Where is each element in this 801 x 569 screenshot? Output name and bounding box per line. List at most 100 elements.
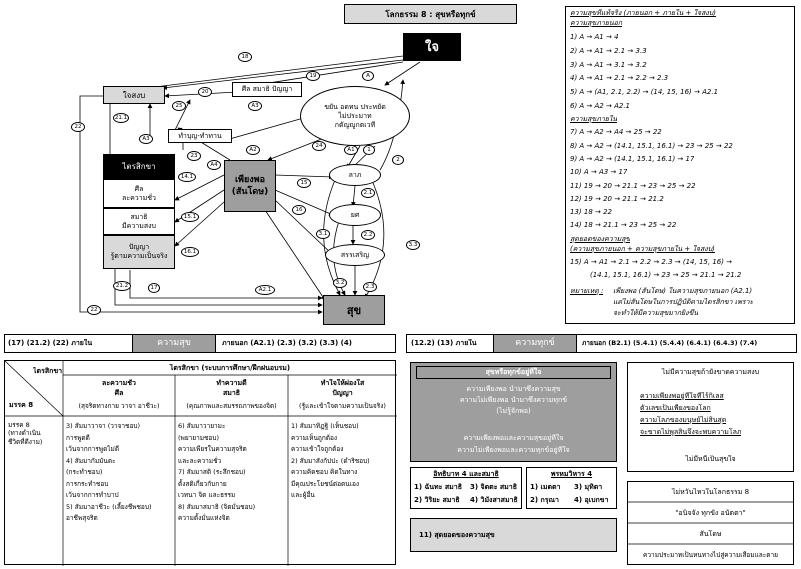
- node-sila-sub: ละความชั่ว: [122, 193, 156, 202]
- mind-line-3: (ไม่รู้จักพอ): [496, 407, 531, 415]
- table-col3-sub: (รู้และเข้าใจตามความเป็นจริง): [299, 402, 386, 410]
- brahmavihara-box: [526, 467, 617, 509]
- node-panya-title: ปัญญา: [128, 243, 150, 251]
- table-c2-line: 3) สัมมาวาจา (วาจาชอบ): [66, 422, 141, 430]
- rp-int-14: 14) 18 → 21.1 → 23 → 25 → 22: [570, 221, 677, 229]
- rp-ext-2: 2) A → A1 → 2.1 → 3.3: [570, 47, 647, 55]
- rp-int-9: 9) A → A2 → (14.1, 15.1, 16.1) → 17: [570, 155, 695, 163]
- iddhipada-4: 4) วิมังสาสมาธิ: [470, 496, 518, 504]
- badge-20: 20: [198, 87, 212, 97]
- rp-heading-4: สุดยอดของความสุข: [570, 235, 631, 243]
- badge-2: 2: [392, 155, 404, 165]
- node-tambun: ทำบุญ-ทำทาน: [168, 129, 232, 143]
- table-c2-line: 4) สัมมากัมมันตะ: [66, 456, 116, 465]
- virtue-line-3: กตัญญูกตเวที: [334, 120, 376, 129]
- rp-ult-2: (14.1, 15.1, 16.1) → 23 → 25 → 21.1 → 21…: [590, 271, 742, 279]
- badge-17: 17: [148, 283, 160, 293]
- node-sila-samadhi-panya: ศีล สมาธิ ปัญญา: [232, 82, 302, 97]
- iddhipada-heading: อิทธิบาท 4 และสมาธิ: [433, 470, 499, 478]
- node-suk: สุข: [323, 295, 385, 325]
- table-col1-h1: ละความชั่ว: [102, 379, 136, 387]
- unshaken-dividers: [627, 501, 794, 545]
- sad-bar-label: ความทุกข์: [493, 334, 577, 353]
- badge-a4: A4: [207, 160, 221, 170]
- rp-note-label: หมายเหตุ :: [570, 287, 604, 295]
- badge-21-1: 21.1: [113, 113, 129, 123]
- rp-heading-3: ความสุขภายใน: [570, 115, 618, 123]
- table-col3-h2: ปัญญา: [332, 389, 353, 397]
- rp-heading-1: ความสุขที่แท้จริง (ภายนอก + ภายใน + ใจสง…: [570, 9, 716, 17]
- badge-a3-left: A3: [139, 134, 153, 144]
- table-c1-body: มรรค 8 (ทางดำเนิน ชีวิตที่ดีงาม): [8, 421, 62, 461]
- badge-25: 25: [172, 101, 186, 111]
- badge-22-bottom: 22: [87, 305, 101, 315]
- node-samadhi: สมาธิ มีความสงบ: [103, 208, 175, 235]
- table-c4-line: 2) สัมมาสังกัปปะ (ดำริชอบ): [291, 456, 370, 465]
- rp-ext-4: 4) A → A1 → 2.1 → 2.2 → 2.3: [570, 74, 669, 82]
- table-h-path: มรรค 8: [9, 401, 34, 409]
- rp-int-11: 11) 19 → 20 → 21.1 → 23 → 25 → 22: [570, 182, 696, 190]
- mind-box-heading: สุขหรือทุกข์อยู่ที่ใจ: [416, 366, 611, 379]
- sad-bar-inner: (12.2) (13) ภายใน: [411, 339, 477, 347]
- unshaken-line-3: ความประมาทเป็นหนทางไปสู่ความเสื่อมและตาย: [643, 551, 778, 559]
- badge-3-3: 3.3: [406, 240, 420, 250]
- table-grid: [5, 361, 397, 566]
- node-sansern: สรรเสริญ: [325, 244, 385, 266]
- table-c3-line: ความเพียรในความสุจริต: [178, 445, 247, 453]
- brahmavihara-4: 4) อุเบกขา: [574, 496, 609, 504]
- rp-ext-5: 5) A → (A1, 2.1, 2.2) → (14, 15, 16) → A…: [570, 88, 719, 96]
- table-c4-line: ความคิดชอบ คิดในทาง: [291, 468, 358, 476]
- table-c3-line: และละความชั่ว: [178, 456, 222, 465]
- mind-line-1: ความเพียงพอ นำมาซึ่งความสุข: [466, 385, 561, 393]
- brahmavihara-heading: พรหมวิหาร 4: [550, 470, 593, 478]
- rp-note-1: เพียงพอ (สันโดษ) ในความสุขภายนอก (A2.1): [613, 287, 753, 295]
- unshaken-heading: ไม่หวั่นไหวในโลกธรรม 8: [671, 488, 750, 496]
- happy-bar-inner: (17) (21.2) (22) ภายใน: [8, 339, 93, 347]
- rp-ext-3: 3) A → A1 → 3.1 → 3.2: [570, 61, 647, 69]
- badge-15-1: 15.1: [181, 212, 199, 222]
- node-samadhi-title: สมาธิ: [130, 212, 148, 221]
- iddhipada-1: 1) ฉันทะ สมาธิ: [414, 483, 462, 491]
- table-c1-line: (ทางดำเนิน: [8, 429, 41, 438]
- table-c2-body: 3) สัมมาวาจา (วาจาชอบ) การพูดดี เว้นจากก…: [66, 421, 174, 564]
- iddhipada-box: [410, 467, 522, 509]
- table-c2-line: การพูดดี: [66, 433, 90, 442]
- table-c2-line: 5) สัมมาอาชีวะ (เลี้ยงชีพชอบ): [66, 502, 152, 511]
- node-sila-title: ศีล: [134, 184, 144, 193]
- table-h-triple: ไตรสิกขา: [33, 367, 63, 375]
- table-c4-line: ความเห็นถูกต้อง: [291, 433, 338, 442]
- rp-heading-5: (ความสุขภายนอก + ความสุขภายใน + ใจสงบ): [570, 245, 715, 253]
- happy-bar-outer: ภายนอก (A2.1) (2.3) (3.2) (3.3) (4): [222, 339, 352, 347]
- table-c2-line: อาชีพสุจริต: [66, 514, 98, 522]
- table-c2-line: (กระทำชอบ): [66, 468, 103, 476]
- rp-heading-2: ความสุขภายนอก: [570, 19, 623, 27]
- peace-box: [627, 362, 794, 472]
- node-samadhi-sub: มีความสงบ: [122, 221, 156, 230]
- table-c3-body: 6) สัมมาวายามะ (พยายามชอบ) ความเพียรในคว…: [178, 421, 287, 564]
- mind-line-4: ความเพียงพอและความสุขอยู่ที่ใจ: [463, 434, 564, 442]
- node-jai: ใจ: [403, 33, 461, 61]
- badge-21-2: 21.2: [113, 281, 131, 291]
- badge-22-top: 22: [71, 122, 85, 132]
- badge-a: A: [362, 71, 374, 81]
- triple-training-table: ไตรสิกขา มรรค 8 ไตรสิกขา (ระบบการศึกษา/ฝ…: [4, 360, 397, 566]
- table-c3-line: 7) สัมมาสติ (ระลึกชอบ): [178, 468, 246, 476]
- node-panya-sub: รู้ตามความเป็นจริง: [110, 252, 168, 260]
- table-col3-h1: ทำใจให้ผ่องใส: [320, 379, 365, 387]
- node-sila: ศีล ละความชั่ว: [103, 179, 175, 208]
- table-col2-h1: ทำความดี: [216, 379, 247, 387]
- node-labha: ลาภ: [329, 164, 381, 186]
- sad-bar-outer: ภายนอก (B2.1) (5.4.1) (5.4.4) (6.4.1) (6…: [582, 339, 758, 347]
- table-c1-line: ชีวิตที่ดีงาม): [8, 437, 43, 446]
- virtue-line-2: ไม่ประมาท: [338, 111, 372, 120]
- badge-2-2: 2.2: [361, 230, 375, 240]
- brahmavihara-2: 2) กรุณา: [530, 496, 559, 504]
- badge-a2-1: A2.1: [255, 285, 275, 295]
- table-c3-line: 6) สัมมาวายามะ: [178, 422, 226, 430]
- rp-ext-1: 1) A → A1 → 4: [570, 33, 619, 41]
- badge-3-1: 3.1: [316, 229, 330, 239]
- badge-15: 15: [297, 178, 311, 188]
- right-panel: [565, 6, 795, 324]
- iddhipada-2: 2) วิริยะ สมาธิ: [414, 496, 460, 504]
